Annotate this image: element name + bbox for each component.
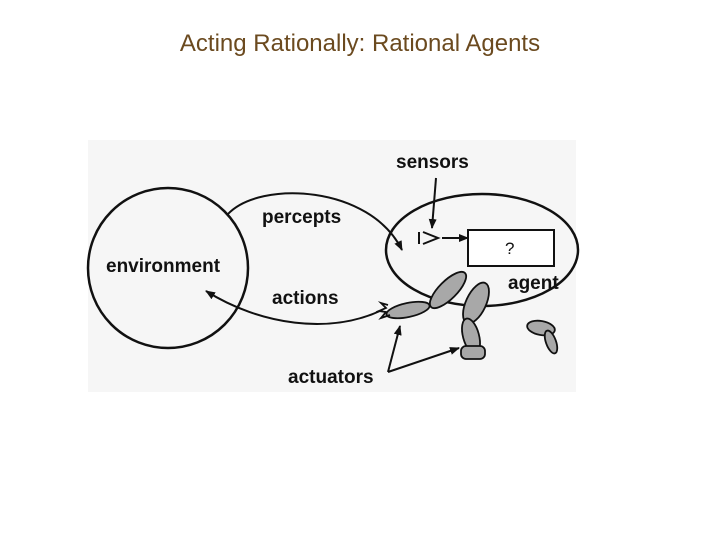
hand-icon	[375, 301, 391, 320]
percepts-arrow	[227, 192, 403, 251]
label-environment: environment	[106, 256, 221, 277]
label-sensors: sensors	[396, 152, 469, 173]
label-agent: agent	[508, 273, 559, 294]
agent-function-label: ?	[505, 239, 514, 258]
slide-title: Acting Rationally: Rational Agents	[179, 30, 541, 57]
actuators-pointer-arrow-2	[387, 347, 460, 373]
robot-limb-icon	[385, 270, 559, 360]
label-actuators: actuators	[288, 367, 374, 388]
eye-icon	[418, 231, 441, 245]
actuators-pointer-arrow-1	[387, 325, 402, 373]
actions-arrow	[205, 290, 383, 325]
label-percepts: percepts	[262, 207, 341, 228]
label-actions: actions	[272, 288, 339, 309]
agent-function-box	[467, 229, 555, 267]
environment-circle	[86, 186, 250, 350]
sensors-pointer-arrow	[428, 177, 437, 229]
